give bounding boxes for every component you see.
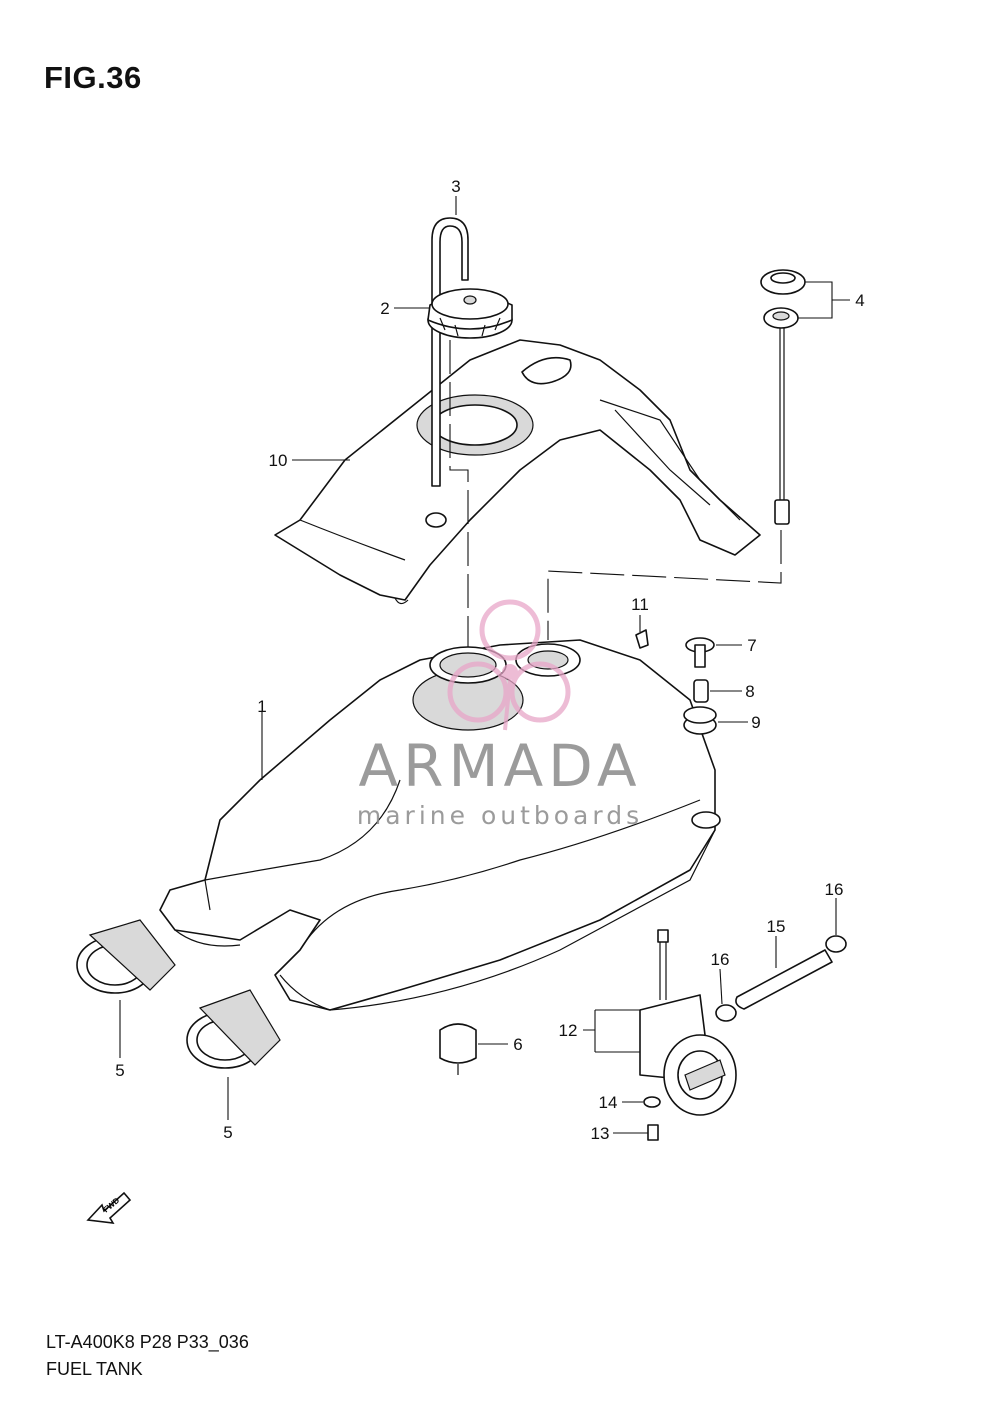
callout-14: 14 [599, 1093, 618, 1112]
callout-16-upper: 16 [825, 880, 844, 899]
callout-2: 2 [380, 299, 389, 318]
watermark-logo-icon [447, 599, 571, 731]
part-12-fuel-valve [639, 929, 737, 1116]
part-5-clamp-right [186, 989, 281, 1069]
watermark: ARMADA marine outboards [357, 599, 643, 830]
part-11-screw [635, 629, 649, 649]
model-code: LT-A400K8 P28 P33_036 [46, 1332, 249, 1352]
callout-6: 6 [513, 1035, 522, 1054]
part-6-cushion [439, 1023, 477, 1075]
callout-10: 10 [269, 451, 288, 470]
callout-5-right: 5 [223, 1123, 232, 1142]
callout-16-lower: 16 [711, 950, 730, 969]
part-13-screw [647, 1124, 659, 1141]
part-7-bolt [685, 637, 715, 668]
part-2-fuel-cap [427, 288, 513, 339]
leader-lines [119, 196, 850, 1134]
callout-1: 1 [257, 697, 266, 716]
callout-8: 8 [745, 682, 754, 701]
part-9-grommet [683, 706, 717, 735]
assembly-name: FUEL TANK [46, 1359, 143, 1379]
part-15-fuel-hose [735, 949, 833, 1010]
part-8-collar [693, 679, 709, 703]
part-10-tank-cover [274, 339, 761, 605]
callout-11: 11 [631, 595, 649, 614]
watermark-tagline: marine outboards [357, 801, 643, 830]
callout-5-left: 5 [115, 1061, 124, 1080]
figure-title: FIG.36 [44, 60, 142, 95]
part-16-hose-clip-upper [825, 935, 847, 953]
callout-3: 3 [451, 177, 460, 196]
part-16-hose-clip-lower [715, 1004, 737, 1022]
callout-12: 12 [559, 1021, 578, 1040]
callout-4: 4 [855, 291, 864, 310]
part-3-breather-hose [431, 217, 469, 487]
part-14-washer [643, 1096, 661, 1108]
watermark-brand: ARMADA [358, 732, 641, 800]
callout-13: 13 [591, 1124, 610, 1143]
part-4-fuel-gauge [760, 269, 806, 525]
callout-7: 7 [747, 636, 756, 655]
fwd-arrow-icon: FWD [86, 1191, 132, 1224]
part-5-clamp-left [76, 919, 176, 994]
callout-15: 15 [767, 917, 786, 936]
callout-9: 9 [751, 713, 760, 732]
